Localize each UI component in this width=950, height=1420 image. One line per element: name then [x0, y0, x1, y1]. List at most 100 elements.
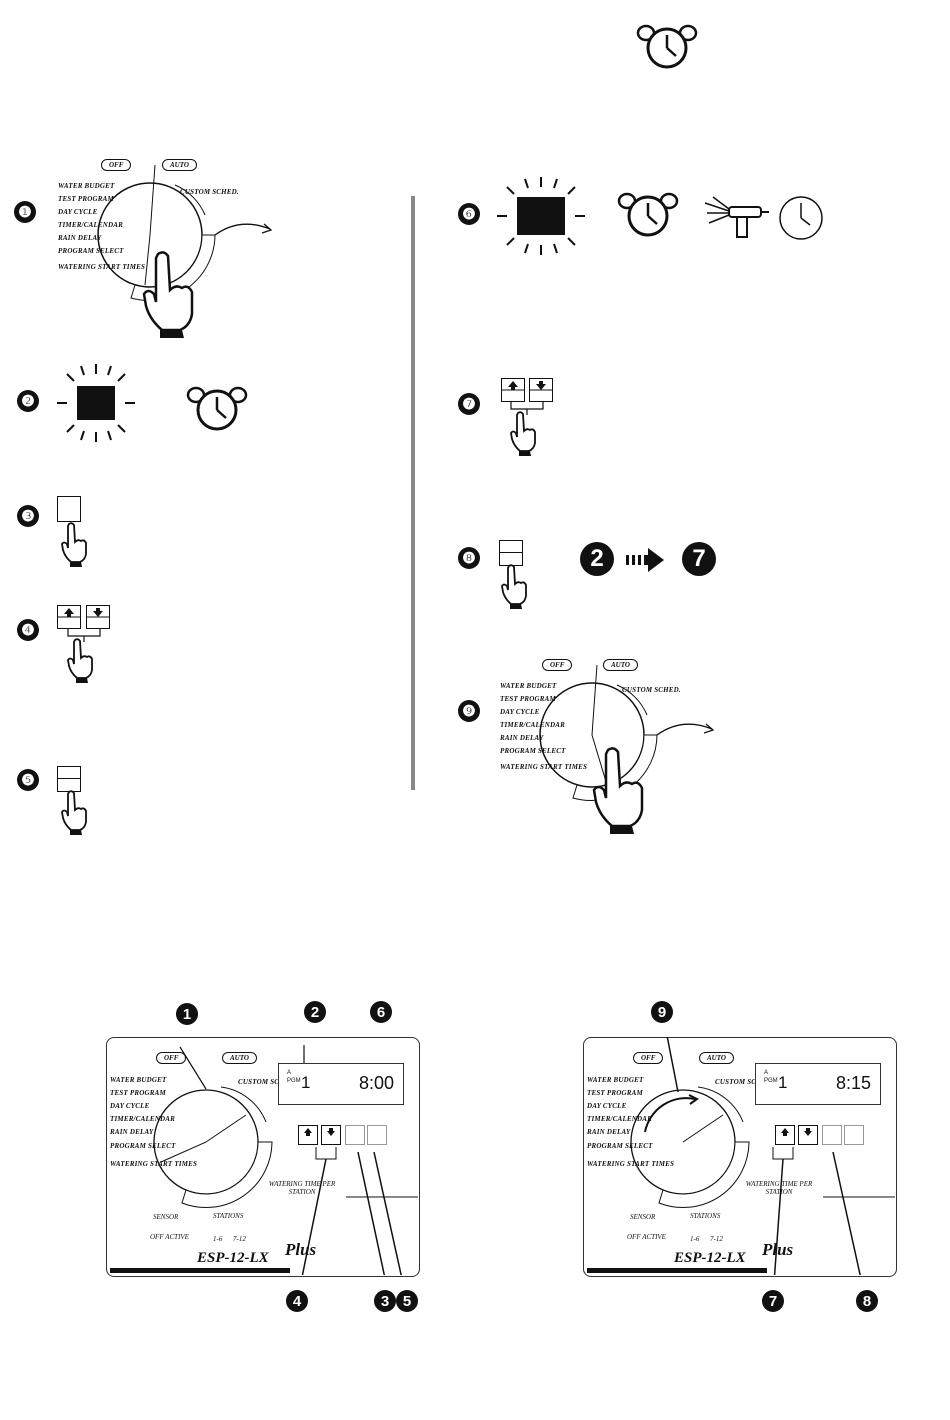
dial-timer-calendar: TIMER/CALENDAR: [500, 721, 566, 729]
flashing-display-icon: [57, 364, 135, 442]
model-name: ESP-12-LX: [197, 1250, 269, 1266]
dial-diagram-1: [97, 164, 273, 301]
dial-water-budget: WATER BUDGET: [58, 182, 115, 190]
pointing-hand-icon: [510, 411, 536, 456]
step-8-marker: ❽: [458, 547, 480, 569]
alarm-clock-icon: [186, 386, 248, 431]
dial-day-cycle: DAY CYCLE: [110, 1102, 150, 1110]
panel-next-button[interactable]: [345, 1125, 365, 1145]
alarm-clock-icon: [636, 24, 698, 69]
pointing-hand-icon: [67, 638, 93, 683]
lcd-display-right: A PGM 1 8:15: [755, 1063, 881, 1105]
step-6-marker: ❻: [458, 203, 480, 225]
arrow-down-icon: [804, 1128, 812, 1136]
up-arrow-button[interactable]: [57, 605, 81, 629]
dial-off-label: OFF: [101, 159, 132, 171]
panel-up-button[interactable]: [298, 1125, 318, 1145]
up-arrow-button[interactable]: [501, 378, 525, 402]
panel-enter-button[interactable]: [844, 1125, 864, 1145]
enter-button[interactable]: [499, 540, 523, 566]
lcd-time-value: 8:00: [359, 1073, 395, 1093]
callout-6: 6: [370, 1001, 392, 1023]
off-active-label: OFF ACTIVE: [627, 1233, 666, 1241]
dial-test-program: TEST PROGRAM: [587, 1089, 643, 1097]
callout-4: 4: [286, 1290, 308, 1312]
watering-time-label: WATERING TIME PER STATION: [268, 1180, 336, 1196]
dial-rain-delay: RAIN DELAY: [587, 1128, 631, 1136]
sensor-label: SENSOR: [153, 1213, 179, 1221]
dial-custom-sched: CUSTOM SCHED.: [715, 1078, 774, 1086]
lcd-program-prefix: A: [287, 1070, 292, 1076]
step-1-marker: ❶: [14, 201, 36, 223]
dial-test-program: TEST PROGRAM: [500, 695, 556, 703]
panel-off-button[interactable]: OFF: [156, 1052, 187, 1064]
station-7-12[interactable]: 7-12: [233, 1235, 246, 1243]
dial-program-select: PROGRAM SELECT: [58, 247, 124, 255]
dial-auto-label: AUTO: [603, 659, 638, 671]
dial-day-cycle: DAY CYCLE: [587, 1102, 627, 1110]
step-5-marker: ❺: [17, 769, 39, 791]
pointing-hand-icon: [501, 564, 527, 609]
dial-program-select: PROGRAM SELECT: [500, 747, 566, 755]
dial-day-cycle: DAY CYCLE: [58, 208, 98, 216]
dial-watering-start-times: WATERING START TIMES: [110, 1160, 198, 1168]
callout-1: 1: [176, 1003, 198, 1025]
callout-2: 2: [304, 1001, 326, 1023]
arrow-down-icon: [87, 608, 109, 618]
dial-custom-sched: CUSTOM SCHED.: [238, 1078, 297, 1086]
lcd-pgm-label: PGM: [764, 1078, 778, 1084]
step-ref-7: 7: [682, 542, 716, 576]
station-1-6[interactable]: 1-6: [690, 1235, 700, 1243]
arrow-up-icon: [502, 381, 524, 391]
panel-bar: [110, 1268, 290, 1273]
dial-program-select: PROGRAM SELECT: [110, 1142, 176, 1150]
dial-custom-sched: CUSTOM SCHED.: [622, 686, 681, 694]
model-plus: Plus: [762, 1240, 794, 1259]
lcd-program-prefix: A: [764, 1070, 769, 1076]
pointing-hand-icon: [592, 747, 644, 834]
panel-enter-button[interactable]: [367, 1125, 387, 1145]
dial-auto-label: AUTO: [162, 159, 197, 171]
panel-down-button[interactable]: [321, 1125, 341, 1145]
panel-auto-button[interactable]: AUTO: [222, 1052, 257, 1064]
dial-water-budget: WATER BUDGET: [587, 1076, 644, 1084]
panel-bar: [587, 1268, 767, 1273]
dial-rain-delay: RAIN DELAY: [58, 234, 102, 242]
sprinkler-icon: [704, 196, 769, 238]
dial-watering-start-times: WATERING START TIMES: [58, 263, 146, 271]
dial-test-program: TEST PROGRAM: [58, 195, 114, 203]
panel-off-button[interactable]: OFF: [633, 1052, 664, 1064]
callout-5: 5: [396, 1290, 418, 1312]
lcd-time-value: 8:15: [836, 1073, 872, 1093]
station-1-6[interactable]: 1-6: [213, 1235, 223, 1243]
dial-rain-delay: RAIN DELAY: [110, 1128, 154, 1136]
panel-next-button[interactable]: [822, 1125, 842, 1145]
stations-label: STATIONS: [213, 1212, 244, 1220]
dial-water-budget: WATER BUDGET: [110, 1076, 167, 1084]
pointing-hand-icon: [61, 790, 87, 835]
dial-watering-start-times: WATERING START TIMES: [500, 763, 588, 771]
sensor-label: SENSOR: [630, 1213, 656, 1221]
down-arrow-button[interactable]: [529, 378, 553, 402]
panel-auto-button[interactable]: AUTO: [699, 1052, 734, 1064]
lcd-station-number: 1: [301, 1073, 311, 1092]
controller-dial-right: [630, 1037, 895, 1275]
step-2-marker: ❷: [17, 390, 39, 412]
panel-down-button[interactable]: [798, 1125, 818, 1145]
station-7-12[interactable]: 7-12: [710, 1235, 723, 1243]
bracket-connector: [510, 401, 544, 415]
arrow-down-icon: [530, 381, 552, 391]
enter-button[interactable]: [57, 766, 81, 792]
down-arrow-button[interactable]: [86, 605, 110, 629]
step-9-marker: ❾: [458, 700, 480, 722]
model-name: ESP-12-LX: [674, 1250, 746, 1266]
dial-timer-calendar: TIMER/CALENDAR: [58, 221, 124, 229]
dial-water-budget: WATER BUDGET: [500, 682, 557, 690]
alarm-clock-icon: [617, 192, 679, 237]
next-button[interactable]: [57, 496, 81, 522]
pointing-hand-icon: [142, 251, 194, 338]
callout-3: 3: [374, 1290, 396, 1312]
arrow-up-icon: [58, 608, 80, 618]
dial-rain-delay: RAIN DELAY: [500, 734, 544, 742]
panel-up-button[interactable]: [775, 1125, 795, 1145]
